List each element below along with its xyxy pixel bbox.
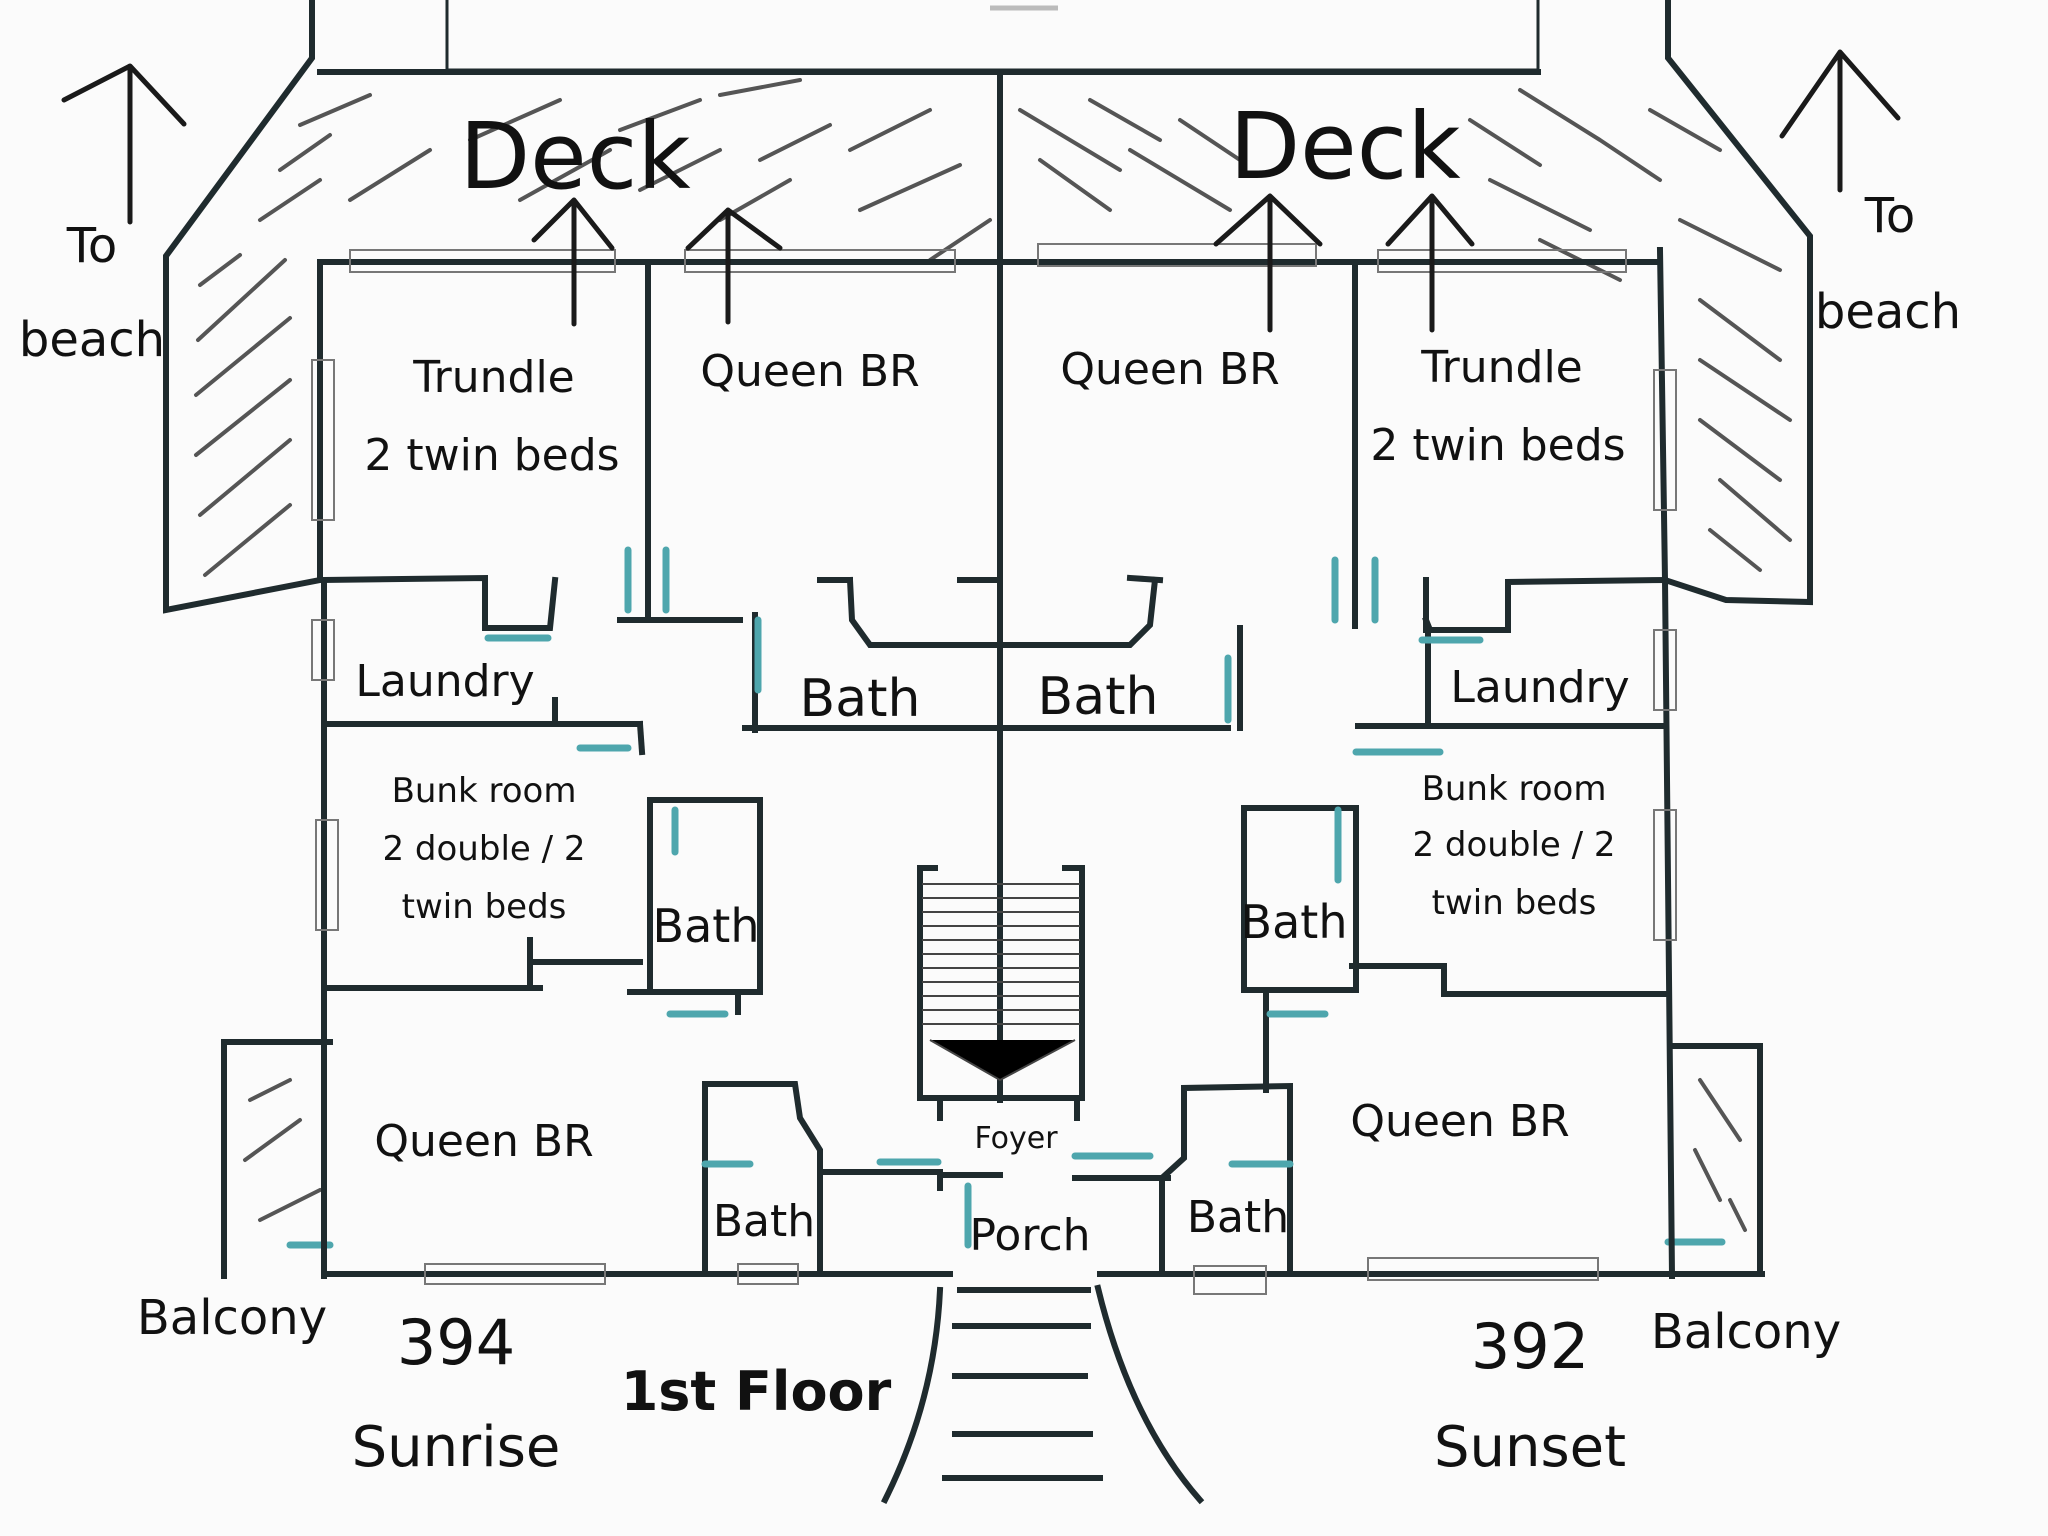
queen-top-right: Queen BR	[1060, 344, 1279, 395]
bath-top-right: Bath	[1038, 667, 1159, 727]
balcony-left	[221, 1039, 334, 1279]
unit-name-right: Sunset	[1434, 1415, 1626, 1480]
foyer-label: Foyer	[974, 1121, 1058, 1156]
outer-walls	[317, 69, 1765, 1280]
bath-bottom-right: Bath	[1187, 1192, 1289, 1243]
bunk-title-left: Bunk room	[392, 771, 577, 811]
arrows	[61, 49, 1901, 333]
deck-label-left: Deck	[459, 103, 691, 210]
stair-steps	[922, 883, 1080, 1082]
unit-number-left: 394	[397, 1306, 515, 1379]
bunk-title-right: Bunk room	[1422, 769, 1607, 809]
balcony-right	[1664, 1043, 1763, 1275]
trundle-title-right: Trundle	[1420, 342, 1583, 393]
arrow-icon	[685, 207, 783, 325]
to-beach-right-to: To	[1864, 188, 1916, 244]
to-beach-right-beach: beach	[1815, 284, 1961, 340]
to-beach-left-beach: beach	[19, 312, 165, 368]
arrow-icon	[61, 63, 187, 225]
arrow-icon	[1213, 193, 1323, 333]
queen-bottom-right: Queen BR	[1350, 1096, 1569, 1147]
porch-label: Porch	[969, 1210, 1090, 1261]
queen-top-left: Queen BR	[700, 346, 919, 397]
trundle-beds-right: 2 twin beds	[1370, 420, 1625, 471]
deck-hatching-left	[194, 78, 992, 577]
floor-label: 1st Floor	[621, 1360, 892, 1423]
trundle-title-left: Trundle	[412, 352, 575, 403]
deck-label-right: Deck	[1229, 93, 1461, 200]
bath-mid-left: Bath	[653, 899, 760, 953]
bunk-line3-left: twin beds	[402, 887, 567, 927]
bunk-line2-right: 2 double / 2	[1412, 825, 1615, 865]
unit-number-right: 392	[1471, 1310, 1589, 1383]
deck-outline	[163, 0, 1813, 614]
door-swings	[484, 546, 1484, 1249]
windows	[311, 243, 1677, 1295]
balcony-left-label: Balcony	[137, 1290, 327, 1346]
arrow-icon	[1385, 193, 1475, 333]
unit-name-left: Sunrise	[352, 1415, 561, 1480]
laundry-left: Laundry	[355, 656, 534, 707]
laundry-right: Laundry	[1450, 662, 1629, 713]
queen-bottom-left: Queen BR	[374, 1116, 593, 1167]
to-beach-left-to: To	[66, 218, 118, 274]
bath-bottom-left: Bath	[713, 1196, 815, 1247]
front-steps	[880, 1284, 1205, 1505]
bath-top-left: Bath	[800, 669, 921, 729]
arrow-icon	[531, 197, 615, 327]
labels: Deck Deck To beach To beach Trundle 2 tw…	[19, 93, 1961, 1480]
top-frame	[445, 0, 1540, 72]
bath-mid-right: Bath	[1241, 895, 1348, 949]
bunk-line3-right: twin beds	[1432, 883, 1597, 923]
bunk-line2-left: 2 double / 2	[382, 829, 585, 869]
arrow-icon	[1779, 49, 1901, 193]
trundle-beds-left: 2 twin beds	[364, 430, 619, 481]
balcony-right-label: Balcony	[1651, 1304, 1841, 1360]
